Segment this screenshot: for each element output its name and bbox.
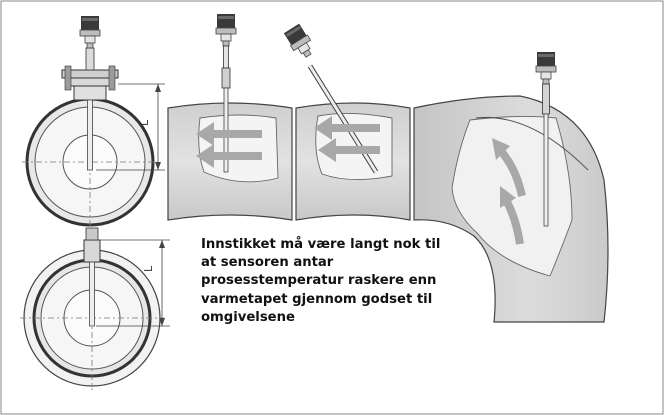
top-cross-section: L (22, 15, 165, 230)
pipe-segment-straight-insertion (167, 13, 293, 221)
pipe-elbow-insertion (413, 51, 609, 323)
dimension-label-bottom: L (142, 265, 155, 272)
temperature-sensor-icon (535, 51, 557, 85)
dimension-label-top: L (138, 119, 151, 126)
flow-arrow-icon (492, 138, 526, 197)
flow-arrow-icon (196, 122, 262, 146)
pipe-segment-angled-insertion (282, 22, 411, 221)
temperature-sensor-icon (215, 13, 237, 47)
explanation-text: Innstikket må være langt nok til at sens… (201, 237, 441, 325)
temperature-sensor-icon (282, 22, 318, 62)
bottom-cross-section: L (20, 227, 170, 390)
flow-arrow-icon (196, 144, 262, 168)
flow-arrow-icon (318, 138, 380, 162)
flow-arrow-icon (314, 116, 380, 140)
flow-arrow-icon (500, 186, 524, 245)
temperature-sensor-icon (79, 15, 101, 49)
